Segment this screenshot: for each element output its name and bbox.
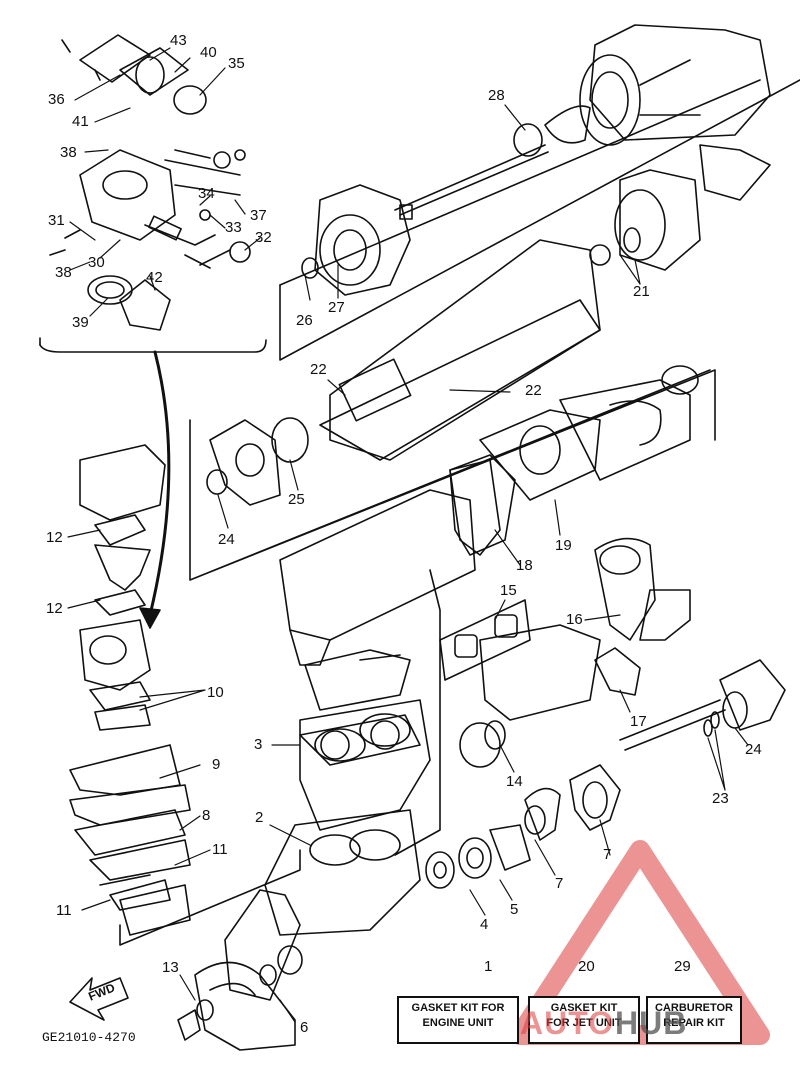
callout-24-left: 24	[218, 531, 235, 548]
callout-39: 39	[72, 314, 89, 331]
callout-11-left: 11	[56, 902, 72, 919]
kit-jet-line1: GASKET KIT	[550, 1002, 618, 1014]
cylinder-head-gasket	[299, 714, 421, 766]
kit-engine-line1: GASKET KIT FOR	[411, 1002, 505, 1014]
callout-7-upper: 7	[603, 846, 612, 863]
watermark-suffix: HUB	[615, 1005, 688, 1041]
callout-2: 2	[255, 809, 264, 826]
callout-11-right: 11	[212, 841, 228, 858]
fwd-arrow	[69, 977, 129, 1021]
engine-block	[224, 569, 601, 1001]
kit-box-jet: GASKET KIT FOR JET UNIT	[528, 996, 640, 1044]
kit-box-carburetor: CARBURETOR REPAIR KIT	[646, 996, 742, 1044]
callout-31: 31	[48, 212, 65, 229]
kit-engine-line2: ENGINE UNIT	[422, 1017, 494, 1029]
callout-10: 10	[207, 684, 224, 701]
drive-shaft	[425, 659, 786, 889]
callout-36: 36	[48, 91, 65, 108]
callout-22-left: 22	[310, 361, 327, 378]
kit-number-engine: 1	[484, 958, 493, 975]
callout-34: 34	[198, 185, 215, 202]
callout-27: 27	[328, 299, 345, 316]
callout-15: 15	[500, 582, 517, 599]
flywheel-cover	[177, 961, 296, 1051]
watermark-triangle	[510, 840, 770, 1045]
callout-7-lower: 7	[555, 875, 564, 892]
callout-26: 26	[296, 312, 313, 329]
kit-carburetor-line1: CARBURETOR	[654, 1002, 734, 1014]
callout-42: 42	[146, 269, 163, 286]
callout-23: 23	[712, 790, 729, 807]
callout-35: 35	[228, 55, 245, 72]
callout-12-lower: 12	[46, 600, 63, 617]
carburetor-assembly	[49, 34, 251, 331]
intake-stack	[69, 444, 191, 936]
reference-code: GE21010-4270	[42, 1030, 136, 1045]
callout-9: 9	[212, 756, 221, 773]
gasket-18	[449, 459, 501, 556]
inset-arrow	[148, 350, 171, 617]
callout-18: 18	[516, 557, 533, 574]
exhaust-pipe-assembly	[279, 365, 699, 696]
kit-box-engine: GASKET KIT FOR ENGINE UNIT	[397, 996, 519, 1044]
callout-3: 3	[254, 736, 263, 753]
callout-21: 21	[633, 283, 650, 300]
kit-jet-line2: FOR JET UNIT	[546, 1017, 622, 1029]
callout-5: 5	[510, 901, 519, 918]
leader-lines	[67, 47, 749, 1023]
callout-38-bottom: 38	[55, 264, 72, 281]
callout-24-right: 24	[745, 741, 762, 758]
callout-4: 4	[480, 916, 489, 933]
inset-arrow-head	[139, 607, 161, 629]
callout-30: 30	[88, 254, 105, 271]
callout-40: 40	[200, 44, 217, 61]
callout-41: 41	[72, 113, 89, 130]
callout-12-upper: 12	[46, 529, 63, 546]
callout-13: 13	[162, 959, 179, 976]
exhaust-chamber	[319, 239, 601, 461]
watermark-prefix: AUTO	[520, 1005, 615, 1041]
exhaust-manifold-gasket	[439, 599, 531, 681]
reed-valve-frame	[119, 849, 301, 946]
kit-carburetor-line2: REPAIR KIT	[663, 1017, 725, 1029]
callout-16: 16	[566, 611, 583, 628]
callout-43: 43	[170, 32, 187, 49]
callout-17: 17	[630, 713, 647, 730]
callout-38-top: 38	[60, 144, 77, 161]
jet-pump-assembly	[301, 24, 771, 296]
callout-14: 14	[506, 773, 523, 790]
kit-number-jet: 20	[578, 958, 595, 975]
callout-33: 33	[225, 219, 242, 236]
callout-8: 8	[202, 807, 211, 824]
carburetor-inset-frame	[39, 337, 267, 353]
callout-37: 37	[250, 207, 267, 224]
callout-32: 32	[255, 229, 272, 246]
callout-25: 25	[288, 491, 305, 508]
callout-6: 6	[300, 1019, 309, 1036]
jet-unit-frame	[279, 79, 800, 361]
callout-19: 19	[555, 537, 572, 554]
callout-28: 28	[488, 87, 505, 104]
callout-22-right: 22	[525, 382, 542, 399]
kit-number-carburetor: 29	[674, 958, 691, 975]
